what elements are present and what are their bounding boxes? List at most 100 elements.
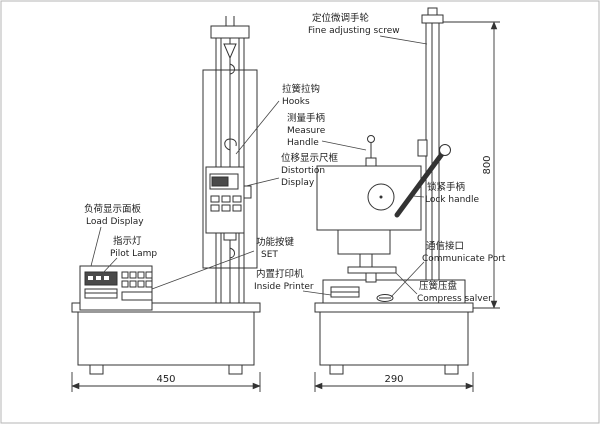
dim-290-text: 290 — [384, 374, 403, 385]
label-hooks-zh: 拉簧拉钩 — [282, 83, 320, 95]
function-key — [145, 271, 153, 279]
label-compress-salver-zh: 压簧压盘 — [419, 280, 458, 292]
compress-salver-plate — [347, 266, 397, 274]
compress-salver-post — [365, 272, 377, 283]
lock-handle-lever — [394, 144, 451, 218]
leader-load-display — [90, 226, 102, 267]
front-base — [77, 311, 255, 366]
distortion-display-screen — [211, 176, 229, 187]
dim-450-text: 450 — [156, 374, 175, 385]
lock-lever-ball — [439, 144, 451, 156]
label-lock-handle-en: Lock handle — [425, 195, 480, 205]
side-foot-left — [329, 364, 344, 375]
load-display-panel — [79, 265, 153, 311]
label-compress-salver-en: Compress salver — [417, 294, 492, 304]
dimension-290: 290 — [314, 372, 474, 392]
label-hooks-en: Hooks — [282, 97, 310, 107]
label-communicate-port-en: Communicate Port — [422, 254, 506, 264]
measure-handle-rod — [365, 135, 377, 167]
label-fine-adjusting-en: Fine adjusting screw — [308, 26, 400, 36]
dimension-450: 450 — [71, 372, 261, 392]
carriage-key — [210, 204, 220, 212]
fine-adjusting-screw — [427, 7, 438, 16]
leader-fine-adjusting — [379, 35, 428, 45]
head-dial-center — [379, 195, 383, 199]
carriage-key — [232, 195, 242, 203]
label-communicate-port: 通信接口 Communicate Port — [422, 240, 506, 264]
carriage-key — [210, 195, 220, 203]
label-pilot-lamp: 指示灯 Pilot Lamp — [110, 235, 157, 259]
carriage-key — [221, 204, 231, 212]
leader-lock-handle — [412, 195, 425, 198]
distortion-display-carriage — [205, 166, 252, 259]
label-distortion-display-zh: 位移显示尺框 — [281, 152, 339, 164]
carriage-key — [232, 204, 242, 212]
label-fine-adjusting: 定位微调手轮 Fine adjusting screw — [308, 12, 400, 36]
top-crossbar — [210, 25, 250, 39]
function-key — [145, 280, 153, 288]
label-measure-handle-en2: Handle — [287, 138, 319, 148]
leader-compress-salver — [395, 272, 418, 295]
spring-hook — [224, 138, 237, 167]
carriage-key — [221, 195, 231, 203]
label-measure-handle-en1: Measure — [287, 126, 326, 136]
distortion-display-window — [209, 173, 239, 190]
dim-800-text: 800 — [482, 155, 493, 174]
ram-stem — [359, 253, 373, 268]
guard-frame — [202, 69, 258, 269]
function-key — [137, 271, 145, 279]
label-inside-printer-zh: 内置打印机 — [256, 268, 304, 280]
communicate-port — [376, 294, 394, 302]
leader-communicate-port — [390, 261, 425, 298]
label-measure-handle: 测量手柄 Measure Handle — [287, 112, 326, 148]
display-digit — [104, 276, 109, 280]
leader-distortion-display — [245, 177, 280, 187]
base-housing — [322, 279, 466, 304]
function-key — [129, 280, 137, 288]
label-load-display: 负荷显示面板 Load Display — [84, 203, 144, 227]
display-digit — [88, 276, 93, 280]
side-base — [319, 311, 469, 366]
front-view — [71, 16, 261, 375]
leader-inside-printer — [302, 290, 332, 296]
set-key-bar — [121, 291, 153, 301]
measure-handle-knob — [367, 135, 375, 143]
column-top-cap — [421, 14, 444, 24]
label-set-keys-zh: 功能按键 — [256, 236, 295, 248]
leader-pilot-lamp — [100, 257, 118, 276]
column-clamp — [417, 139, 428, 157]
leader-lines — [90, 35, 428, 298]
label-distortion-display-en1: Distortion — [281, 166, 325, 176]
function-key — [121, 280, 129, 288]
label-pilot-lamp-en: Pilot Lamp — [110, 249, 157, 259]
label-communicate-port-zh: 通信接口 — [426, 240, 464, 252]
label-distortion-display: 位移显示尺框 Distortion Display — [281, 152, 339, 188]
side-base-top-plate — [314, 302, 474, 313]
labels: 定位微调手轮 Fine adjusting screw 拉簧拉钩 Hooks 测… — [84, 12, 506, 304]
carriage-lower-boss — [223, 232, 237, 241]
head-body — [316, 165, 422, 231]
side-foot-right — [444, 364, 459, 375]
label-load-display-zh: 负荷显示面板 — [84, 203, 142, 215]
measure-handle-collar — [365, 157, 377, 167]
function-key — [121, 271, 129, 279]
function-key — [137, 280, 145, 288]
ram-housing — [337, 229, 391, 255]
label-set-keys-en: SET — [261, 250, 278, 260]
head-unit — [316, 165, 422, 231]
lock-lever-arm — [394, 151, 445, 218]
label-lock-handle: 锁紧手柄 Lock handle — [425, 181, 480, 205]
label-pilot-lamp-zh: 指示灯 — [113, 235, 142, 247]
lower-spring-hook — [229, 240, 235, 259]
label-measure-handle-zh: 测量手柄 — [287, 112, 325, 124]
label-set-keys: 功能按键 SET — [256, 236, 295, 260]
front-foot-right — [228, 364, 243, 375]
side-view — [314, 7, 474, 375]
upper-hook — [229, 58, 235, 75]
label-hooks: 拉簧拉钩 Hooks — [282, 83, 320, 107]
head-dial — [367, 183, 395, 211]
carriage-side-knob — [243, 185, 252, 199]
label-inside-printer-en: Inside Printer — [254, 282, 314, 292]
leader-measure-handle — [321, 140, 367, 151]
